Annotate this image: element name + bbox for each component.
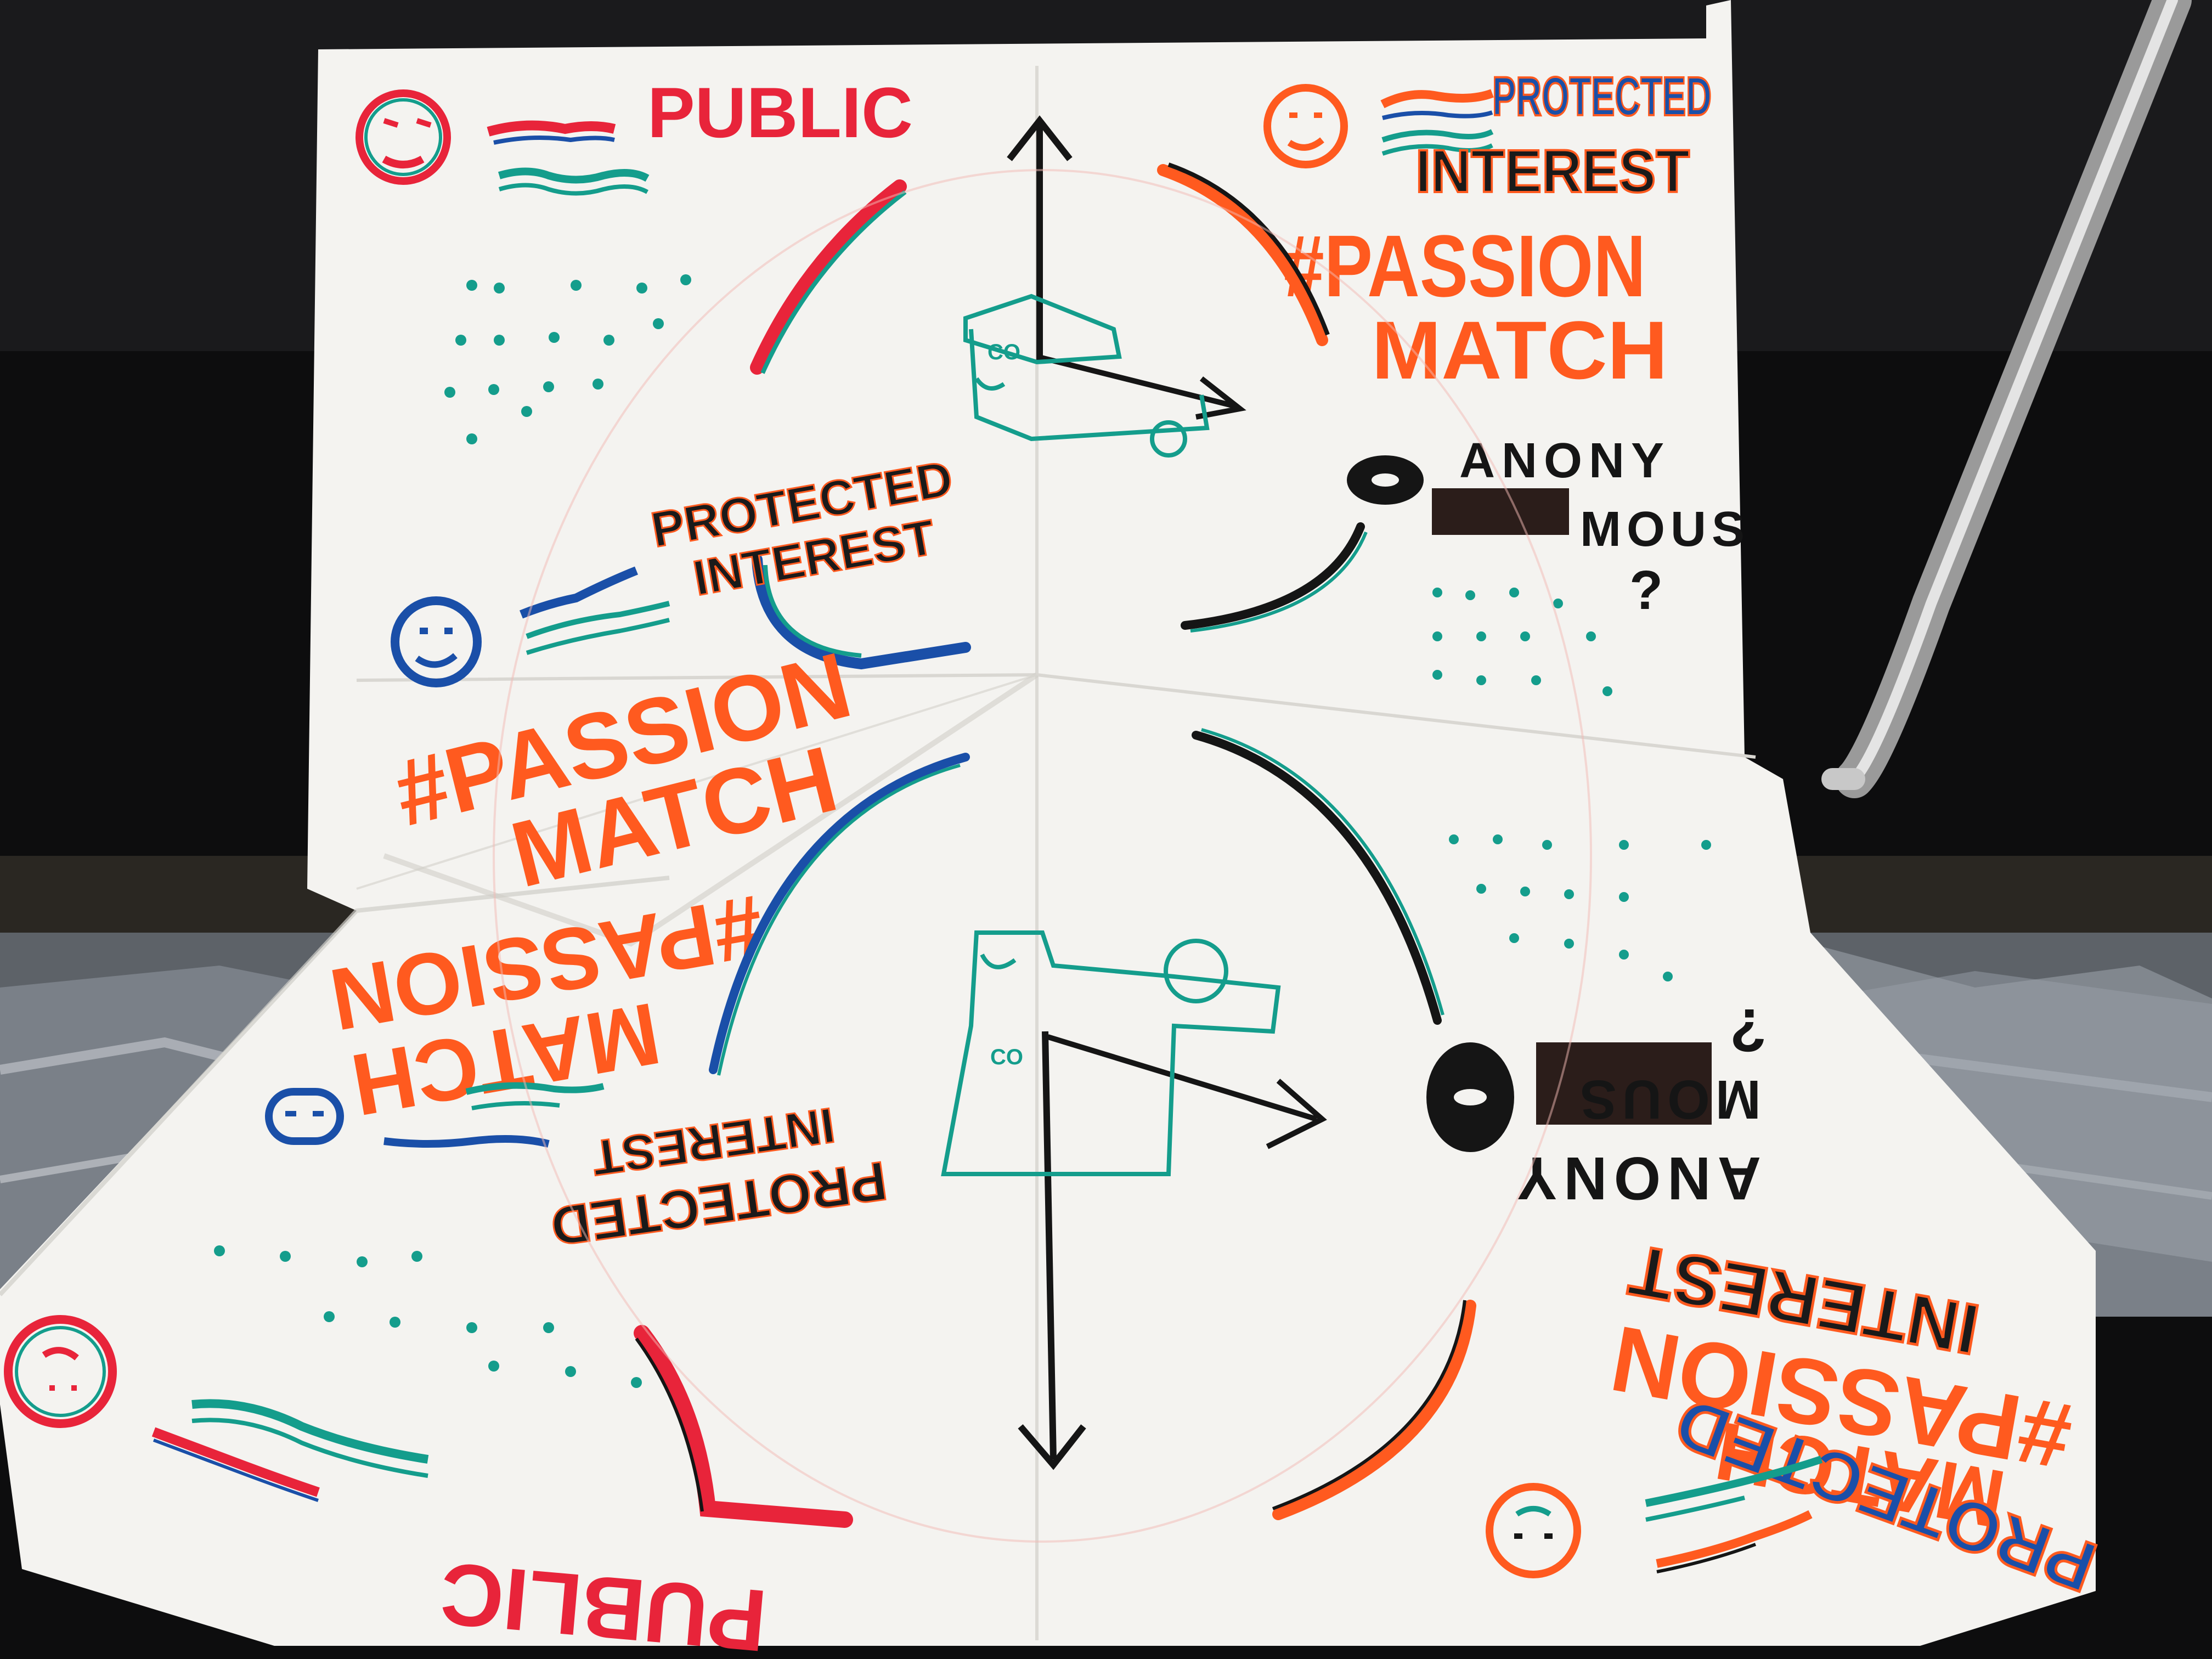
- scribble-lines: [487, 120, 650, 196]
- scribble-lines-top-right: [1380, 89, 1494, 156]
- arc-black-bottom-stroke: [1192, 731, 1442, 1025]
- smiley-blue-bottom-icon: [265, 1088, 344, 1145]
- label-question-top: ?: [1629, 560, 1663, 621]
- scribble-lines-bottom-left: [383, 1082, 605, 1148]
- label-public: PUBLIC: [647, 72, 913, 153]
- sketch-vehicle: [963, 294, 1210, 442]
- redaction-block: [1432, 488, 1569, 535]
- quadrant-top-left: PUBLIC PROTECTED INTEREST #PASSION MATCH: [356, 72, 971, 907]
- arc-blue-stroke: [752, 554, 971, 670]
- label-anony-top: ANONY: [1459, 433, 1671, 488]
- arc-orange-bottom-stroke: [1272, 1300, 1476, 1520]
- label-mous-top: MOUS: [1580, 502, 1750, 557]
- dot-pattern-bottom-right: [1449, 834, 1711, 981]
- scribble-lines-bottom-left-2: [151, 1399, 429, 1502]
- arc-blue-bottom-stroke: [709, 753, 970, 1074]
- label-passion-top-right: #PASSION: [1284, 217, 1646, 315]
- smiley-orange-icon: [1263, 84, 1348, 168]
- label-co-top: CO: [988, 340, 1020, 364]
- smiley-red-icon: [356, 89, 451, 185]
- arc-orange-stroke: [1157, 164, 1328, 346]
- redaction-block-bottom: [1536, 1042, 1712, 1125]
- label-question-bottom: ?: [1730, 996, 1767, 1064]
- label-co-bottom: CO: [990, 1045, 1023, 1069]
- smiley-red-bottom-icon: [4, 1315, 117, 1428]
- quadrant-top-right: PROTECTED INTEREST #PASSION MATCH ANONY …: [1157, 65, 1750, 696]
- label-anony-bottom: ANONY: [1510, 1144, 1761, 1212]
- chair-leg: [1821, 0, 2192, 798]
- scribble-lines-left: [520, 566, 670, 655]
- label-protected-top-right: PROTECTED: [1492, 66, 1712, 127]
- dot-pattern-top-right: [1432, 588, 1612, 696]
- label-interest-top-right: INTEREST: [1415, 138, 1690, 205]
- smiley-orange-bottom-icon: [1486, 1483, 1581, 1578]
- arc-black-stroke: [1181, 522, 1365, 630]
- center-diagram-bottom: CO: [941, 930, 1327, 1470]
- center-diagram-top: CO: [963, 115, 1246, 458]
- sketch-vehicle-bottom: [941, 930, 1281, 1176]
- arc-red-stroke: [750, 179, 907, 375]
- dot-pattern-bottom-left: [214, 1245, 642, 1388]
- quadrant-bottom-right: ANONY MOUS ? #PASSION MATCH INTEREST PRO…: [1192, 728, 2107, 1609]
- faint-circle-guide: [493, 169, 1592, 1543]
- smiley-blue-icon: [391, 596, 482, 687]
- label-mous-bottom: MOUS: [1575, 1069, 1761, 1130]
- label-match-top-right: MATCH: [1372, 304, 1668, 396]
- arrow-down-icon: [1042, 1031, 1057, 1460]
- scribble-lines-bottom-right: [1645, 1455, 1823, 1573]
- dot-pattern: [444, 274, 691, 444]
- arrow-right-bottom-icon: [1047, 1034, 1318, 1122]
- arc-red-bottom-stroke: [634, 1325, 853, 1528]
